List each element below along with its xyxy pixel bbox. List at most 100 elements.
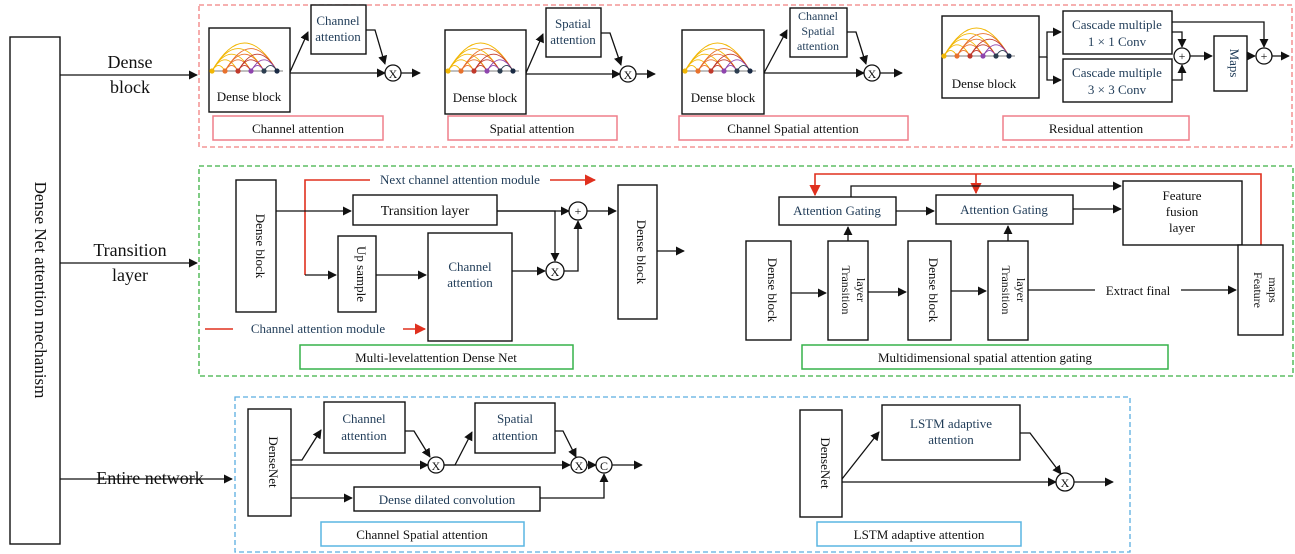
channel-spatial-module-line2: Spatial xyxy=(801,24,835,38)
cs-dilated-conv xyxy=(353,486,541,512)
channel-spatial-module-line1: Channel xyxy=(798,9,839,23)
gating-transition-1-line1: Transition xyxy=(839,266,853,315)
gating-dense-block-2-label: Dense block xyxy=(926,258,941,323)
multiply-symbol-channel: X xyxy=(389,67,398,81)
dense-node xyxy=(734,68,740,74)
caption-box-channel xyxy=(212,115,384,141)
dense-node xyxy=(471,68,477,74)
dense-node xyxy=(993,53,999,59)
ml-dense-block-out-label: Dense block xyxy=(634,220,649,285)
lstm-attention-line2: attention xyxy=(928,432,974,447)
cs-spatial-attention-line2: attention xyxy=(492,428,538,443)
dense-node xyxy=(222,68,228,74)
arrow-dilated-to-concat xyxy=(540,473,609,499)
gating-transition-1 xyxy=(827,240,869,341)
add-symbol-residual-2: + xyxy=(1261,49,1268,63)
dense-node xyxy=(209,68,215,74)
channel-attention-module-line2: attention xyxy=(315,29,361,44)
ml-add-symbol: + xyxy=(575,204,582,218)
caption-multilevel: Multi-levelattention Dense Net xyxy=(355,350,517,365)
lstm-densenet-label: DenseNet xyxy=(818,437,833,489)
transition-branch-label-1: Transition xyxy=(93,240,166,260)
dense-node xyxy=(497,68,503,74)
cs-channel-attention xyxy=(323,401,406,454)
feature-fusion-line2: fusion xyxy=(1166,204,1199,219)
ml-channel-attention xyxy=(427,232,513,342)
arrow-dn-to-ca xyxy=(291,429,322,461)
feature-fusion-line3: layer xyxy=(1169,220,1196,235)
transition-frame xyxy=(198,165,1294,377)
attention-gating-1-label: Attention Gating xyxy=(793,203,881,218)
spatial-attention-module-line2: attention xyxy=(550,32,596,47)
dense-node xyxy=(954,53,960,59)
caption-cs-entire: Channel Spatial attention xyxy=(356,527,488,542)
ml-dense-block xyxy=(235,179,277,313)
next-module-label: Next channel attention module xyxy=(380,172,540,187)
dense-branch-label-2: block xyxy=(110,77,150,97)
arrow-mult-to-sa xyxy=(444,431,473,466)
caption-box-residual xyxy=(1002,115,1190,141)
dense-connections-icon xyxy=(682,42,756,74)
arrow-db-to-ca xyxy=(289,31,309,73)
maps-label: Maps xyxy=(1227,49,1242,78)
dense-node xyxy=(261,68,267,74)
dense-node xyxy=(274,68,280,74)
caption-box-lstm xyxy=(816,521,1022,547)
caption-gating: Multidimensional spatial attention gatin… xyxy=(878,350,1093,365)
cascade-1x1-line2: 1 × 1 Conv xyxy=(1088,34,1147,49)
arrow-res-to-c1 xyxy=(1039,27,1062,58)
dense-branch-label-1: Dense xyxy=(108,52,153,72)
channel-attention-module xyxy=(310,4,367,55)
cs-dilated-conv-label: Dense dilated convolution xyxy=(379,492,516,507)
root-box xyxy=(9,36,61,545)
ml-upsample-label: Up sample xyxy=(354,246,369,302)
dense-node xyxy=(235,68,241,74)
dense-node xyxy=(682,68,688,74)
dense-block-label-residual: Dense block xyxy=(952,76,1017,91)
dense-node xyxy=(721,68,727,74)
root-label: Dense Net attention mechanism xyxy=(31,182,50,399)
dense-block-label-cs: Dense block xyxy=(691,90,756,105)
module-label: Channel attention module xyxy=(251,321,386,336)
extract-final-label: Extract final xyxy=(1106,283,1171,298)
dense-node xyxy=(708,68,714,74)
cs-multiply-symbol-2: X xyxy=(575,459,584,473)
channel-spatial-module xyxy=(789,7,848,58)
cascade-3x3-box xyxy=(1062,58,1173,103)
arrow-csa-to-mult xyxy=(847,31,868,65)
spatial-attention-module-line1: Spatial xyxy=(555,16,591,31)
arrow-sa-to-mult4 xyxy=(555,430,577,458)
dense-connections-icon xyxy=(445,42,519,74)
ml-upsample xyxy=(337,235,377,313)
arrow-skip-to-add xyxy=(1172,21,1269,48)
dense-node xyxy=(458,68,464,74)
add-symbol-residual-1: + xyxy=(1179,49,1186,63)
arrow-db-to-sa xyxy=(525,33,544,74)
cascade-1x1-box xyxy=(1062,10,1173,55)
transition-branch-label-2: layer xyxy=(112,265,148,285)
arrow-ca-to-mult xyxy=(366,29,388,65)
attention-gating-2-label: Attention Gating xyxy=(960,202,1048,217)
gating-dense-block-1-label: Dense block xyxy=(765,258,780,323)
entire-frame xyxy=(234,396,1131,553)
gating-dense-block-1 xyxy=(745,240,792,341)
cs-densenet-box xyxy=(247,408,292,517)
caption-spatial: Spatial attention xyxy=(490,121,575,136)
red-feedback-arrow-1 xyxy=(809,173,1262,245)
dense-node xyxy=(980,53,986,59)
extract-final-bg xyxy=(1095,281,1181,299)
cascade-3x3-line2: 3 × 3 Conv xyxy=(1088,82,1147,97)
feature-maps-box xyxy=(1237,244,1284,336)
caption-box-multilevel xyxy=(299,344,574,370)
ml-dense-block-out xyxy=(617,184,658,320)
cs-spatial-attention xyxy=(474,402,556,454)
arrow-dn-to-lstm xyxy=(841,431,880,480)
caption-box-spatial xyxy=(447,115,618,141)
caption-cs: Channel Spatial attention xyxy=(727,121,859,136)
lstm-densenet-box xyxy=(799,409,843,518)
lstm-attention-box xyxy=(881,404,1021,461)
feature-fusion-box xyxy=(1122,180,1243,246)
entire-branch-label: Entire network xyxy=(96,468,203,488)
feature-maps-line2: maps xyxy=(1266,277,1280,303)
